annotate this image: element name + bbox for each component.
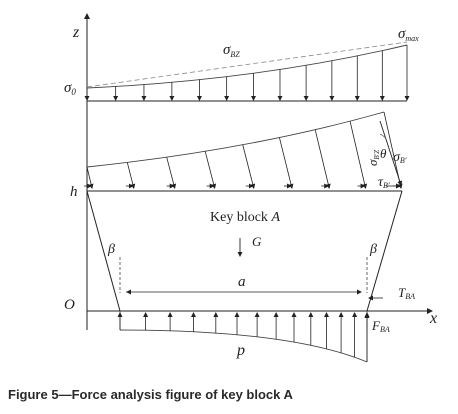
force-analysis-diagram: z x O h σ0 σBZ σmax σB'Z θ σB' τB' Key b… <box>64 13 437 363</box>
support-load-label: p <box>236 342 245 359</box>
middle-load-arrow <box>279 137 294 189</box>
h-label: h <box>70 184 78 200</box>
middle-load-arrow <box>86 166 94 189</box>
sigma-max-label: σmax <box>398 26 419 43</box>
length-label: a <box>238 274 246 290</box>
beta-right-label: β <box>369 242 377 257</box>
middle-load-arrow <box>126 162 136 189</box>
sigma-0-label: σ0 <box>64 80 76 97</box>
beta-left-label: β <box>107 242 115 257</box>
sigma-bz-dashed-line <box>86 41 408 88</box>
middle-load-arrows <box>84 111 403 189</box>
gravity-label: G <box>252 234 262 249</box>
tau-b-label: τB' <box>378 175 390 190</box>
sigma-bz-mid-label: σB'Z <box>365 150 381 166</box>
block-name-label: Key block A <box>210 210 280 225</box>
support-load-arrows <box>117 312 370 362</box>
sigma-b-label: σB' <box>393 150 407 165</box>
sigma-b-force-arrow <box>379 120 403 186</box>
middle-load-arrow <box>242 144 256 189</box>
support-load-envelope <box>119 329 368 363</box>
middle-load-arrow <box>204 151 217 189</box>
block-left-edge <box>86 190 121 312</box>
theta-arc <box>379 133 387 141</box>
f-ba-label: FBA <box>371 318 390 334</box>
middle-load-envelope <box>86 111 385 168</box>
origin-label: O <box>64 297 75 313</box>
sigma-bz-top-label: σBZ <box>223 42 240 59</box>
theta-label: θ <box>380 146 387 161</box>
top-load-arrows <box>84 45 410 101</box>
figure-caption: Figure 5—Force analysis figure of key bl… <box>8 387 293 402</box>
middle-load-arrow <box>349 121 368 189</box>
middle-load-arrow <box>166 157 177 189</box>
middle-load-arrow <box>314 129 331 189</box>
z-axis-label: z <box>72 24 80 41</box>
block-right-edge <box>366 190 403 312</box>
x-axis-label: x <box>429 310 437 327</box>
t-ba-label: TBA <box>398 285 415 301</box>
top-load-envelope <box>86 44 408 89</box>
